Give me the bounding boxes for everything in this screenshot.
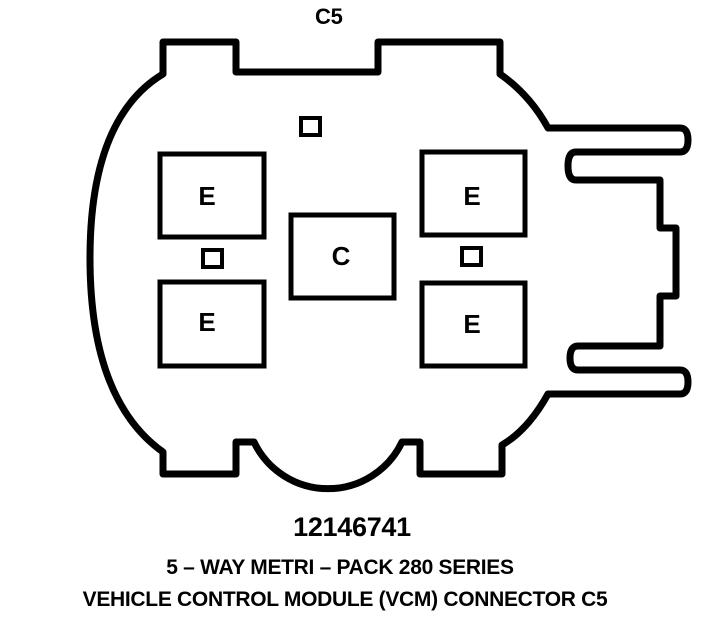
locator-square-left [201, 248, 224, 269]
cavity-center-label: C [332, 241, 351, 271]
cavity-bottom-right: E [419, 280, 528, 369]
cavity-top-left-label: E [198, 181, 215, 211]
locator-square-right [460, 246, 483, 267]
series-description: 5 – WAY METRI – PACK 280 SERIES [166, 556, 514, 579]
cavity-bottom-left-label: E [198, 307, 215, 337]
connector-label: C5 [315, 4, 343, 29]
cavity-bottom-right-label: E [463, 309, 480, 339]
diagram-caption: VEHICLE CONTROL MODULE (VCM) CONNECTOR C… [82, 588, 608, 611]
cavity-top-right-label: E [463, 181, 480, 211]
part-number: 12146741 [293, 512, 411, 542]
cavity-bottom-left: E [157, 279, 267, 369]
cavity-center: C [288, 212, 397, 301]
locator-square-top [299, 116, 322, 137]
cavity-top-right: E [419, 149, 528, 238]
connector-outline [86, 38, 692, 493]
cavity-top-left: E [157, 151, 267, 240]
